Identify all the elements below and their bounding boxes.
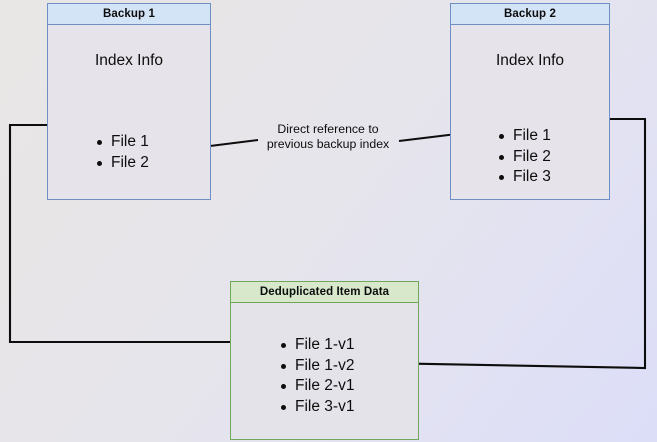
backup1-node[interactable]: Backup 1 Index Info File 1 File 2 [47,3,211,200]
list-item: File 3-v1 [281,397,354,418]
backup2-index-info-label: Index Info [495,52,565,69]
dedup-file-list: File 1-v1 File 1-v2 File 2-v1 File 3-v1 [281,335,354,417]
annotation-line-2: previous backup index [266,137,390,151]
deduplicated-item-data-body: File 1-v1 File 1-v2 File 2-v1 File 3-v1 [231,303,418,439]
backup1-index-info-label: Index Info [94,52,164,69]
backup2-body: Index Info File 1 File 2 File 3 [451,25,609,199]
deduplicated-item-data-header: Deduplicated Item Data [231,282,418,303]
annotation-line-1: Direct reference to [277,122,379,136]
list-item: File 2 [97,153,149,174]
backup2-node[interactable]: Backup 2 Index Info File 1 File 2 File 3 [450,3,610,200]
backup2-file-list: File 1 File 2 File 3 [499,126,551,188]
list-item: File 2-v1 [281,376,354,397]
list-item: File 2 [499,147,551,168]
direct-reference-annotation: Direct reference to previous backup inde… [258,122,398,152]
list-item: File 1-v2 [281,356,354,377]
deduplicated-item-data-node[interactable]: Deduplicated Item Data File 1-v1 File 1-… [230,281,419,440]
backup1-file-list: File 1 File 2 [97,132,149,173]
list-item: File 1-v1 [281,335,354,356]
backup1-header: Backup 1 [48,4,210,25]
list-item: File 3 [499,167,551,188]
list-item: File 1 [499,126,551,147]
backup1-body: Index Info File 1 File 2 [48,25,210,199]
backup2-header: Backup 2 [451,4,609,25]
list-item: File 1 [97,132,149,153]
